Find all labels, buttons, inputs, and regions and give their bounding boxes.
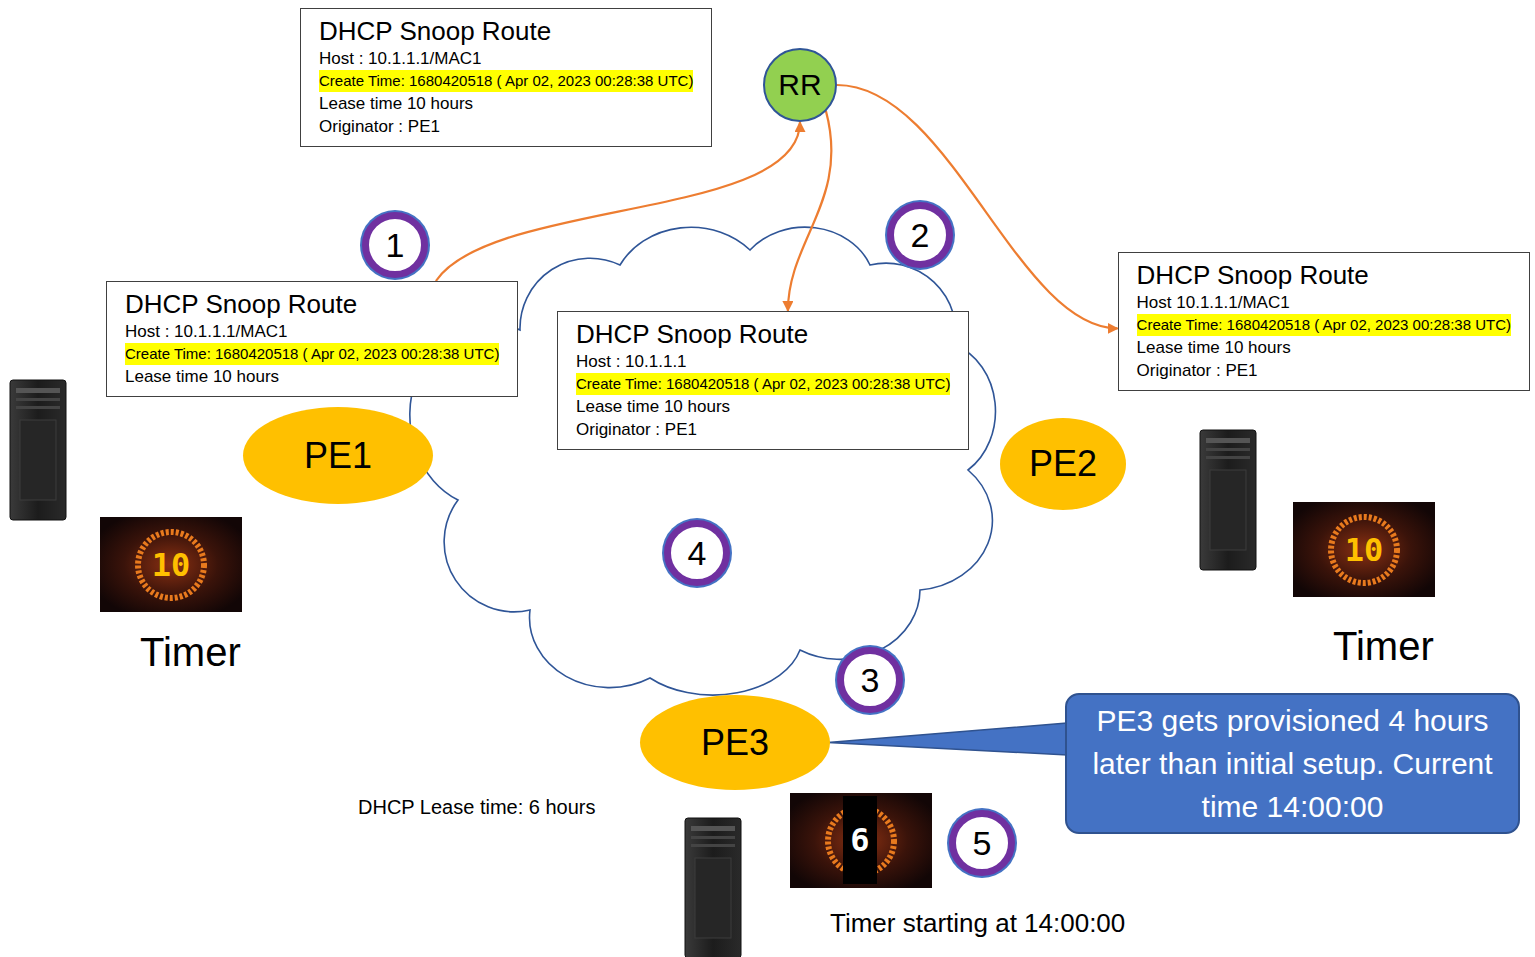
node-text: Originator : PE1 [576,418,950,441]
timer-icon [100,517,242,612]
node-text: Create Time: 1680420518 ( Apr 02, 2023 0… [1137,314,1511,336]
node-text: RR [778,68,821,102]
node-text: PE2 [1029,443,1097,485]
box-heading: DHCP Snoop Route [1137,259,1511,291]
node-text: PE3 [701,722,769,764]
route-box: DHCP Snoop RouteHost : 10.1.1.1/MAC1Crea… [106,281,518,397]
route-box: DHCP Snoop RouteHost : 10.1.1.1Create Ti… [557,311,969,450]
node-text: Lease time 10 hours [319,92,693,115]
box-heading: DHCP Snoop Route [319,15,693,47]
route-box: DHCP Snoop RouteHost : 10.1.1.1/MAC1Crea… [300,8,712,147]
lease-note: DHCP Lease time: 6 hours [358,796,596,819]
node-text: Originator : PE1 [319,115,693,138]
node-text: Host : 10.1.1.1/MAC1 [319,47,693,70]
callout-number: 3 [837,647,903,713]
server-icon [685,818,741,957]
pe-ellipse: PE3 [640,695,830,790]
route-reflector-circle: RR [763,48,837,122]
node-text: Lease time 10 hours [125,365,499,388]
timer-digits: 10 [1345,531,1384,569]
note-callout: PE3 gets provisioned 4 hours later than … [1065,693,1520,834]
callout-number: 4 [664,520,730,586]
route-box: DHCP Snoop RouteHost 10.1.1.1/MAC1Create… [1118,252,1530,391]
node-text: Originator : PE1 [1137,359,1511,382]
callout-number: 5 [949,810,1015,876]
timer-digits: 6 [846,821,873,859]
box-heading: DHCP Snoop Route [125,288,499,320]
node-text: Create Time: 1680420518 ( Apr 02, 2023 0… [319,70,693,92]
callout-tail [828,723,1067,755]
node-text: Create Time: 1680420518 ( Apr 02, 2023 0… [125,343,499,365]
box-heading: DHCP Snoop Route [576,318,950,350]
pe-ellipse: PE1 [243,407,433,504]
callout-number: 2 [887,202,953,268]
node-text: PE1 [304,435,372,477]
node-text: Host : 10.1.1.1 [576,350,950,373]
flow-arrow [788,111,832,311]
node-text: PE3 gets provisioned 4 hours later than … [1079,699,1506,828]
node-text: Host : 10.1.1.1/MAC1 [125,320,499,343]
server-icon [1200,430,1256,570]
timer-icon [790,793,932,888]
timer-label: Timer [1333,624,1434,669]
server-icon [10,380,66,520]
node-text: Lease time 10 hours [1137,336,1511,359]
node-text: Create Time: 1680420518 ( Apr 02, 2023 0… [576,373,950,395]
timer-note: Timer starting at 14:00:00 [830,908,1125,939]
node-text: Host 10.1.1.1/MAC1 [1137,291,1511,314]
timer-overlay [843,796,877,884]
callout-number: 1 [362,212,428,278]
node-text: Lease time 10 hours [576,395,950,418]
timer-digits: 10 [152,546,191,584]
pe-ellipse: PE2 [1000,418,1126,510]
timer-label: Timer [140,630,241,675]
timer-icon [1293,502,1435,597]
flow-arrow [837,85,1118,328]
